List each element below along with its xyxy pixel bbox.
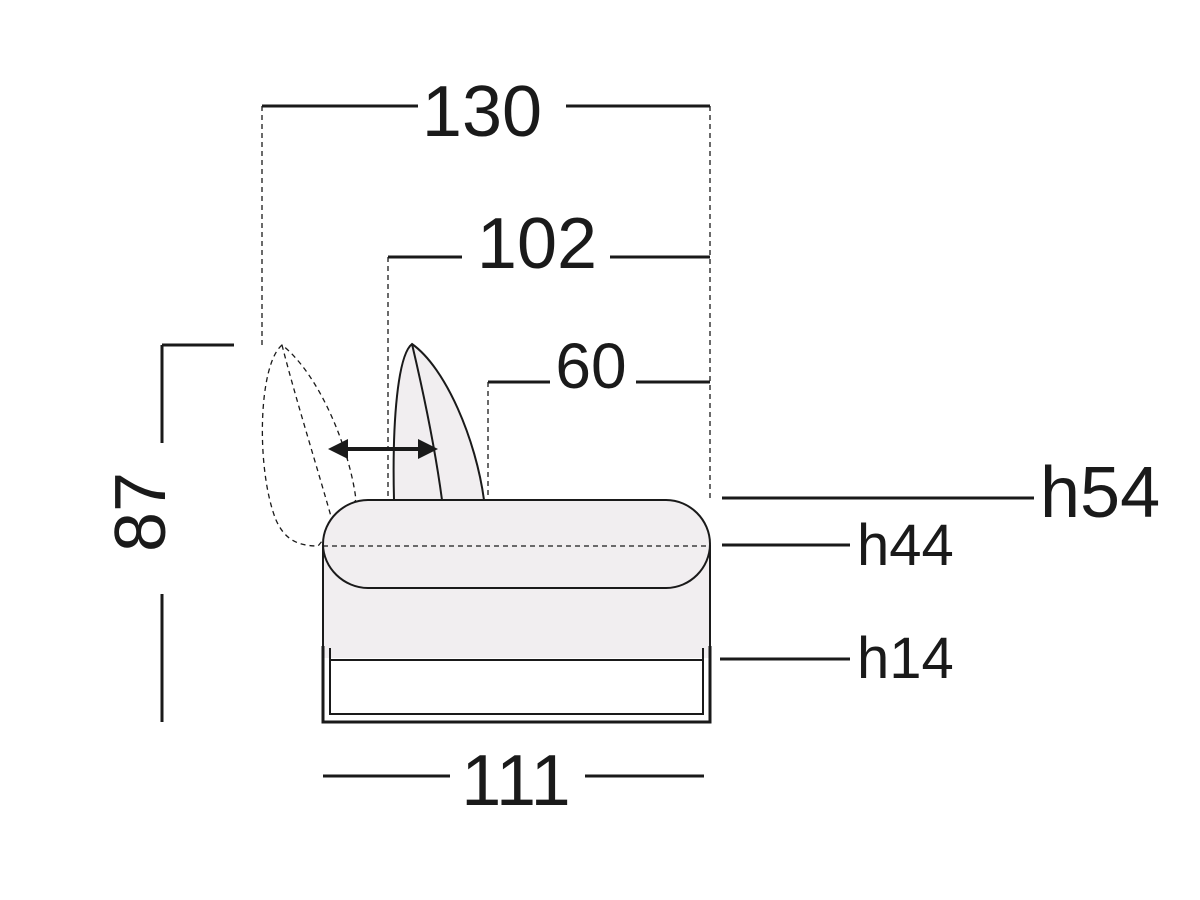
- dimension-102: 102: [387, 204, 710, 500]
- height-callout-h44: h44: [722, 513, 954, 578]
- dimension-87-label: 87: [101, 472, 181, 552]
- dimension-87: 87: [101, 343, 234, 722]
- dimension-60: 60: [487, 330, 710, 500]
- height-h54-label: h54: [1040, 453, 1160, 533]
- dimension-102-label: 102: [477, 204, 597, 284]
- base-frame: [321, 646, 712, 724]
- backrest-alternate-position: [261, 344, 357, 547]
- height-h14-label: h14: [857, 626, 954, 691]
- height-callout-h14: h14: [720, 626, 954, 691]
- dimension-111: 111: [323, 741, 704, 821]
- height-callout-h54: h54: [722, 453, 1160, 533]
- seat-body: [321, 499, 712, 661]
- dimension-130: 130: [261, 72, 711, 500]
- height-h44-label: h44: [857, 513, 954, 578]
- backrest: [392, 342, 486, 501]
- dimension-111-label: 111: [461, 741, 570, 821]
- dimension-60-label: 60: [555, 330, 626, 402]
- dimension-130-label: 130: [422, 72, 542, 152]
